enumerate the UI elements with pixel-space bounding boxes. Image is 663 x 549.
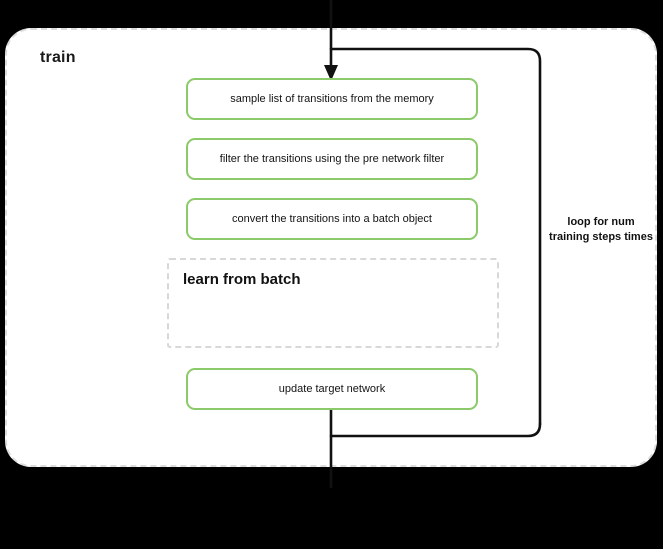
step-box-convert[interactable]: convert the transitions into a batch obj… — [186, 198, 478, 240]
loop-annotation-label: loop for num training steps times — [549, 216, 653, 243]
learn-from-batch-group: learn from batch — [167, 258, 499, 348]
learn-from-batch-label: learn from batch — [183, 271, 301, 288]
step-box-update-target-network[interactable]: update target network — [186, 368, 478, 410]
train-group-label: train — [40, 49, 76, 66]
step-box-sample[interactable]: sample list of transitions from the memo… — [186, 78, 478, 120]
step-box-filter[interactable]: filter the transitions using the pre net… — [186, 138, 478, 180]
